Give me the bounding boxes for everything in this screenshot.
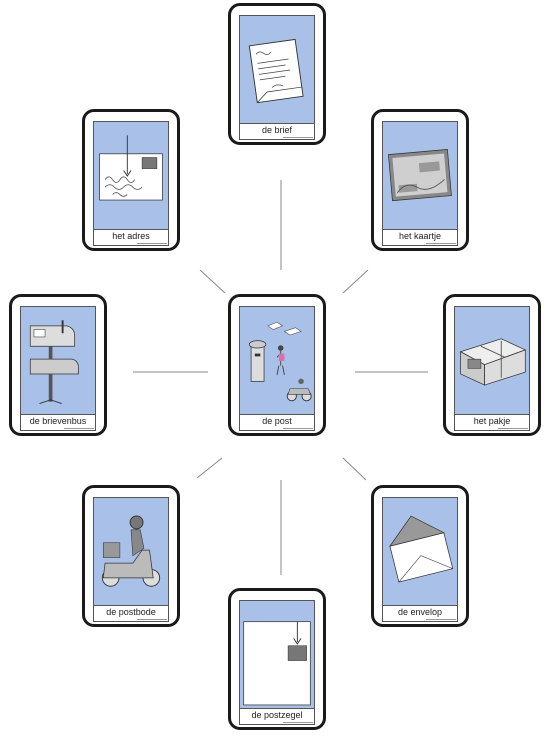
card-footer-line [283, 722, 313, 724]
card-footer-line [64, 428, 94, 430]
card-picture [20, 306, 96, 415]
card-label: de brief [239, 123, 315, 140]
letter-icon [248, 38, 304, 104]
card-footer-line [426, 243, 456, 245]
parcel-icon [459, 338, 527, 386]
connector-postbode [196, 457, 223, 479]
card-picture [93, 121, 169, 230]
connector-kaartje [342, 269, 369, 294]
address-envelope-icon [99, 135, 163, 201]
card-picture [239, 600, 315, 709]
card-brief[interactable]: de brief [228, 3, 326, 145]
card-label: de post [239, 414, 315, 431]
mailbox-icon [29, 320, 79, 404]
card-picture [382, 497, 458, 606]
card-label: het adres [93, 229, 169, 246]
card-picture [382, 121, 458, 230]
mail-carrier-scooter-icon [101, 515, 161, 587]
card-envelop[interactable]: de envelop [371, 485, 469, 627]
card-footer-line [283, 137, 313, 139]
card-post[interactable]: de post [228, 294, 326, 436]
card-picture [239, 15, 315, 124]
connector-envelop [342, 457, 367, 481]
card-postzegel[interactable]: de postzegel [228, 588, 326, 730]
card-footer-line [283, 428, 313, 430]
postcard-icon [388, 149, 452, 202]
envelope-icon [389, 515, 454, 583]
card-picture [239, 306, 315, 415]
card-label: de postzegel [239, 708, 315, 725]
connector-adres [199, 269, 226, 294]
mail-scene-icon [248, 321, 312, 402]
card-pakje[interactable]: het pakje [443, 294, 541, 436]
card-footer-line [137, 619, 167, 621]
card-brievenbus[interactable]: de brievenbus [9, 294, 107, 436]
card-label: het kaartje [382, 229, 458, 246]
stamp-icon [243, 621, 311, 706]
card-label: het pakje [454, 414, 530, 431]
card-label: de brievenbus [20, 414, 96, 431]
card-postbode[interactable]: de postbode [82, 485, 180, 627]
card-footer-line [498, 428, 528, 430]
card-kaartje[interactable]: het kaartje [371, 109, 469, 251]
card-label: de envelop [382, 605, 458, 622]
card-footer-line [426, 619, 456, 621]
card-adres[interactable]: het adres [82, 109, 180, 251]
card-footer-line [137, 243, 167, 245]
card-picture [454, 306, 530, 415]
card-picture [93, 497, 169, 606]
card-label: de postbode [93, 605, 169, 622]
